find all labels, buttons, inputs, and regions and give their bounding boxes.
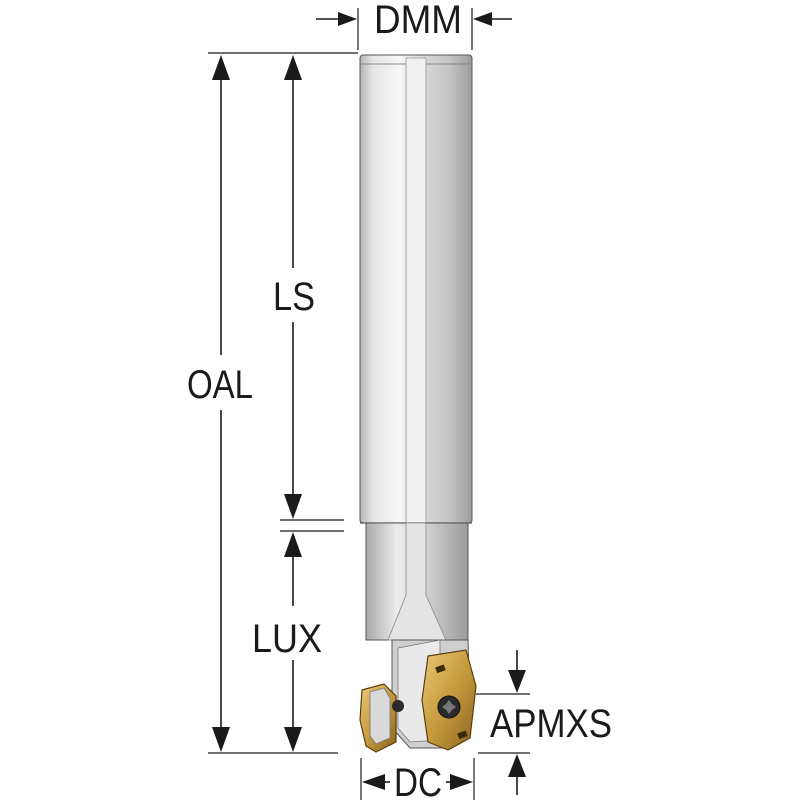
end-mill-tool [359, 54, 477, 753]
dc-label: DC [394, 761, 442, 800]
torx-head-icon [442, 700, 456, 714]
oal-label: OAL [187, 363, 253, 407]
lux-label: LUX [252, 617, 322, 661]
shank-flat [405, 57, 427, 524]
dmm-dimension: DMM [316, 0, 512, 42]
apmxs-label: APMXS [490, 702, 612, 746]
side-screw-icon [392, 700, 404, 712]
extension-lines [208, 8, 530, 800]
dc-dimension: DC [362, 761, 473, 800]
front-insert [421, 649, 477, 751]
side-insert [359, 683, 404, 753]
apmxs-dimension: APMXS [490, 650, 612, 795]
ls-label: LS [273, 275, 315, 319]
dmm-label: DMM [374, 0, 462, 42]
ls-dimension: LS [273, 55, 315, 519]
oal-dimension: OAL [187, 55, 253, 752]
lux-dimension: LUX [252, 532, 322, 752]
